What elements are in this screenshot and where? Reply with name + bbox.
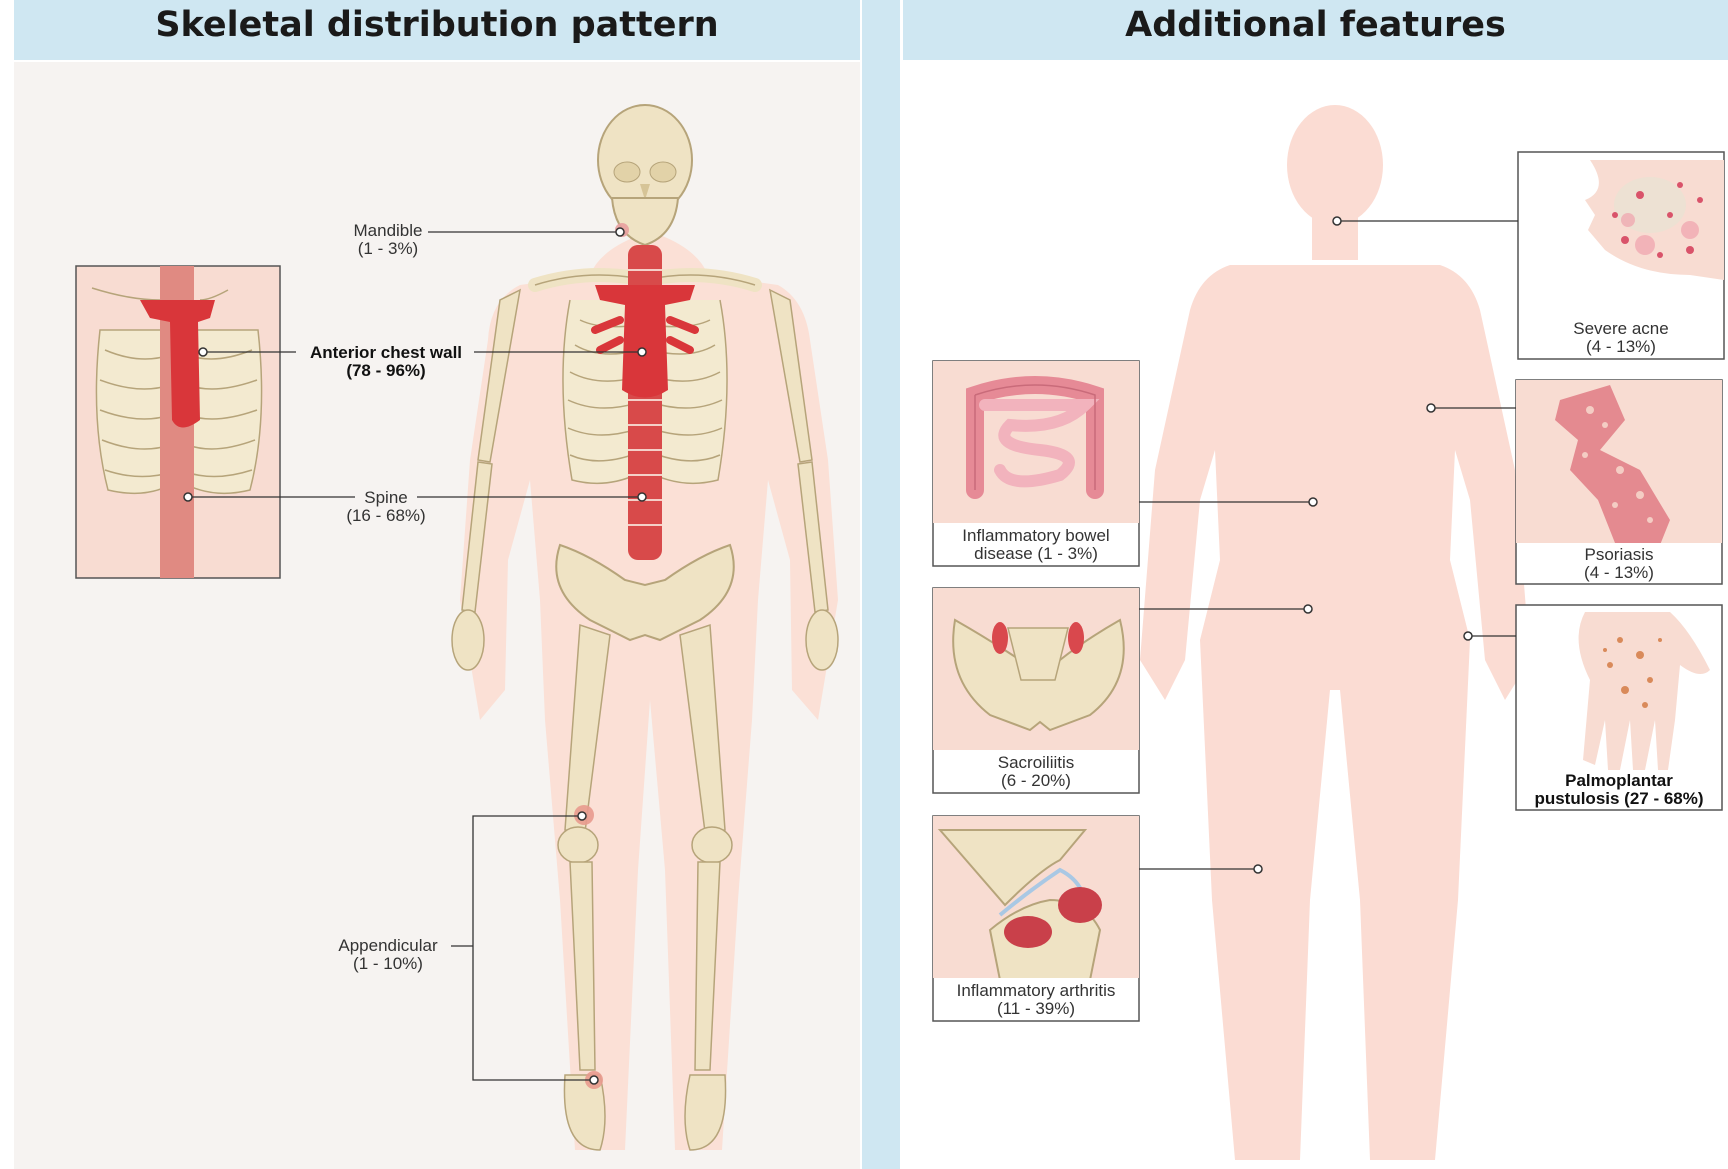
acne-name: Severe acne — [1518, 320, 1724, 338]
right-eye-socket — [650, 162, 676, 182]
mandible-name: Mandible — [340, 222, 436, 240]
anterior-chest-wall-label: Anterior chest wall (78 - 96%) — [296, 344, 476, 380]
mandible-dot — [616, 228, 624, 236]
spine-dot — [638, 493, 646, 501]
chest-value: (78 - 96%) — [296, 362, 476, 380]
ibd-name: Inflammatory bowel — [933, 527, 1139, 545]
arthritis-value: (11 - 39%) — [933, 1000, 1139, 1018]
human-silhouette — [1140, 105, 1530, 1160]
arthritis-caption: Inflammatory arthritis (11 - 39%) — [933, 982, 1139, 1018]
sacroiliitis-name: Sacroiliitis — [933, 754, 1139, 772]
spine-label: Spine (16 - 68%) — [336, 489, 436, 525]
chest-inset-dot — [199, 348, 207, 356]
spine-inset-dot — [184, 493, 192, 501]
ibd-caption: Inflammatory bowel disease (1 - 3%) — [933, 527, 1139, 563]
knee-dot — [578, 812, 586, 820]
arm-dot — [1427, 404, 1435, 412]
mandible-bone — [612, 198, 678, 245]
left-eye-socket — [614, 162, 640, 182]
arthritis-name: Inflammatory arthritis — [933, 982, 1139, 1000]
acne-caption: Severe acne (4 - 13%) — [1518, 320, 1724, 356]
skeleton-figure — [452, 105, 838, 1150]
ppp-name2: pustulosis (27 - 68%) — [1516, 790, 1722, 808]
pelvis-dot — [1304, 605, 1312, 613]
ankle-dot — [590, 1076, 598, 1084]
mandible-label: Mandible (1 - 3%) — [340, 222, 436, 258]
chest-inset — [76, 266, 280, 586]
ibd-name2: disease (1 - 3%) — [933, 545, 1139, 563]
knee-feature-dot — [1254, 865, 1262, 873]
face-dot — [1333, 217, 1341, 225]
abdomen-dot — [1309, 498, 1317, 506]
ppp-name: Palmoplantar — [1516, 772, 1722, 790]
acne-value: (4 - 13%) — [1518, 338, 1724, 356]
ppp-caption: Palmoplantar pustulosis (27 - 68%) — [1516, 772, 1722, 808]
psoriasis-caption: Psoriasis (4 - 13%) — [1516, 546, 1722, 582]
hand-dot — [1464, 632, 1472, 640]
sacroiliitis-caption: Sacroiliitis (6 - 20%) — [933, 754, 1139, 790]
psoriasis-value: (4 - 13%) — [1516, 564, 1722, 582]
appendicular-name: Appendicular — [324, 937, 452, 955]
spine-value: (16 - 68%) — [336, 507, 436, 525]
sacroiliitis-value: (6 - 20%) — [933, 772, 1139, 790]
chest-dot — [638, 348, 646, 356]
appendicular-value: (1 - 10%) — [324, 955, 452, 973]
appendicular-label: Appendicular (1 - 10%) — [324, 937, 452, 973]
psoriasis-name: Psoriasis — [1516, 546, 1722, 564]
spine-name: Spine — [336, 489, 436, 507]
chest-name: Anterior chest wall — [296, 344, 476, 362]
mandible-value: (1 - 3%) — [340, 240, 436, 258]
